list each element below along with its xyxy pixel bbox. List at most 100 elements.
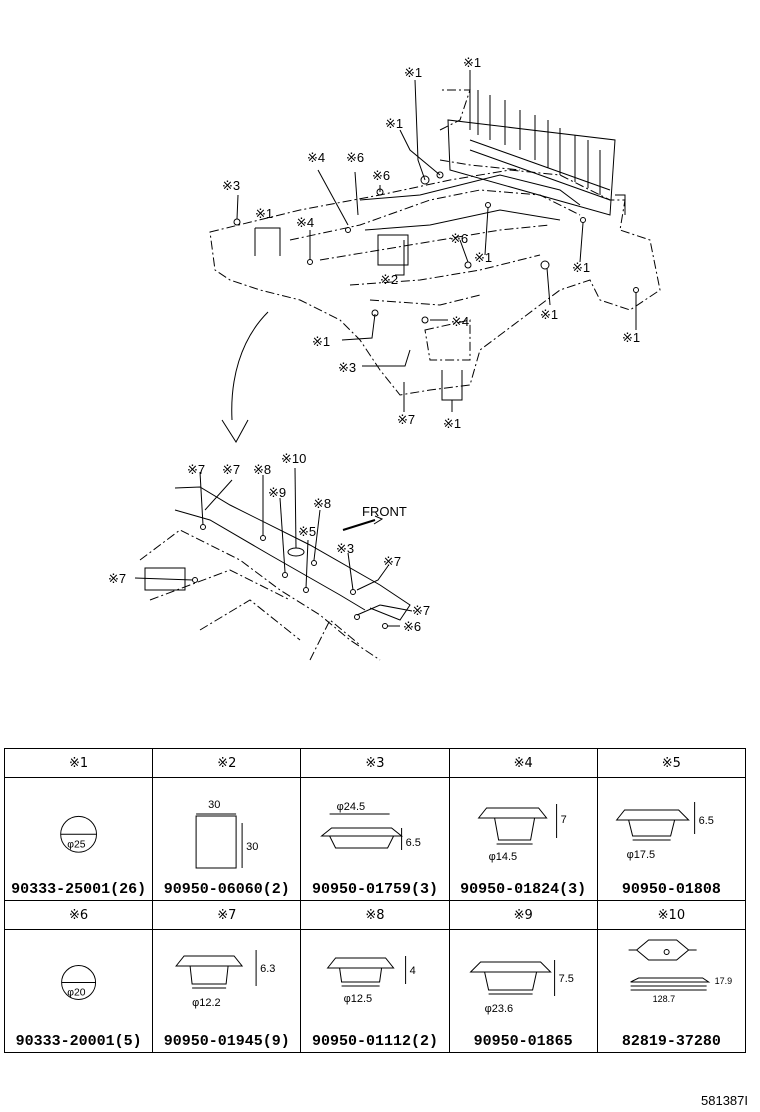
callout-label: ※1 [385,116,403,131]
dimension-label: 7 [560,814,566,826]
flanged-plug-icon: 4 φ12.5 [326,956,416,1005]
part-number: 90333-25001(26) [11,881,147,898]
callout-label: ※3 [338,360,356,375]
callout-label: ※10 [281,451,306,466]
callout-labels-bottom: ※7 ※7 ※8 ※10 ※9 ※8 ※5 ※3 ※7 ※7 ※7 ※6 [108,451,430,634]
part-cell: 6.3 φ12.2 90950-01945(9) [152,929,302,1053]
callout-label: ※8 [313,496,331,511]
callout-label: ※6 [450,231,468,246]
callout-label: ※1 [474,250,492,265]
part-key: ※10 [596,900,747,930]
callout-label: ※4 [307,150,325,165]
callout-label: ※3 [222,178,240,193]
part-key: ※7 [152,900,302,930]
dimension-label: φ17.5 [626,849,655,861]
part-cell: φ24.5 6.5 90950-01759(3) [300,777,450,901]
callout-label: ※6 [372,168,390,183]
callout-label: ※5 [298,524,316,539]
callout-label: ※1 [312,334,330,349]
dimension-label: φ25 [67,839,85,850]
part-key: ※1 [3,748,154,778]
callout-label: ※8 [253,462,271,477]
dimension-label: 30 [208,799,220,811]
part-key: ※9 [448,900,598,930]
part-number: 90950-06060(2) [163,881,290,898]
part-cell: 7 φ14.5 90950-01824(3) [448,777,598,901]
callout-label: ※4 [451,314,469,329]
part-number: 90950-01865 [473,1033,573,1050]
callout-label: ※7 [187,462,205,477]
round-plug-icon: φ20 [61,965,97,1000]
callout-label: ※1 [443,416,461,431]
part-cell: 6.5 φ17.5 90950-01808 [596,777,747,901]
part-cell: φ25 90333-25001(26) [3,777,154,901]
callout-label: ※7 [397,412,415,427]
part-number: 90950-01112(2) [311,1033,438,1050]
dimension-label: 4 [410,965,416,977]
dimension-label: 17.9 [714,976,732,986]
callout-label: ※9 [268,485,286,500]
flanged-plug-icon: φ24.5 6.5 [320,801,421,850]
part-key: ※8 [300,900,450,930]
callout-label: ※2 [380,272,398,287]
part-cell: φ20 90333-20001(5) [3,929,154,1053]
square-patch-icon: 30 30 [195,799,259,869]
body-plug-diagram: ※1 ※1 ※1 ※6 ※4 ※6 ※3 ※1 ※4 ※6 ※1 ※1 ※2 ※… [108,55,661,661]
dimension-label: 128.7 [652,994,675,1004]
flanged-plug-icon: 7.5 φ23.6 [468,960,573,1015]
flanged-plug-icon: 6.3 φ12.2 [175,950,276,1009]
callout-label: ※7 [222,462,240,477]
callout-label: ※7 [412,603,430,618]
part-key: ※3 [300,748,450,778]
callout-label: ※1 [255,206,273,221]
callout-label: ※6 [346,150,364,165]
part-number: 90950-01759(3) [311,881,438,898]
dimension-label: φ23.6 [484,1003,513,1015]
part-number: 90950-01945(9) [163,1033,290,1050]
dimension-label: 6.5 [698,815,713,827]
dimension-label: 6.3 [260,963,275,975]
part-number: 82819-37280 [621,1033,721,1050]
dimension-label: φ24.5 [337,801,366,813]
callout-label: ※1 [463,55,481,70]
callout-label: ※3 [336,541,354,556]
dimension-label: φ12.5 [344,993,373,1005]
callout-label: ※4 [296,215,314,230]
detail-drawing [139,486,411,661]
callout-label: ※1 [572,260,590,275]
dimension-label: 7.5 [558,973,573,985]
dimension-label: 30 [246,841,258,853]
dimension-label: φ12.2 [192,997,221,1009]
part-number: 90950-01808 [621,881,721,898]
part-number: 90333-20001(5) [15,1033,142,1050]
part-key: ※5 [596,748,747,778]
callout-label: ※6 [403,619,421,634]
dimension-label: φ20 [67,988,85,999]
callout-label: ※7 [108,571,126,586]
oval-patch-icon: 17.9 128.7 [628,939,732,1004]
part-number: 90950-01824(3) [460,881,587,898]
flanged-plug-icon: 7 φ14.5 [477,804,566,863]
callout-label: ※1 [404,65,422,80]
round-plug-icon: φ25 [60,815,97,853]
part-key: ※6 [3,900,154,930]
dimension-label: φ14.5 [488,851,517,863]
part-cell: 17.9 128.7 82819-37280 [596,929,747,1053]
part-cell: 4 φ12.5 90950-01112(2) [300,929,450,1053]
detail-arrow [221,311,269,443]
callout-labels-top: ※1 ※1 ※1 ※6 ※4 ※6 ※3 ※1 ※4 ※6 ※1 ※1 ※2 ※… [222,55,640,431]
callout-label: ※7 [383,554,401,569]
callout-label: ※1 [540,307,558,322]
flanged-plug-icon: 6.5 φ17.5 [615,802,714,861]
floor-pan-drawing [209,89,661,396]
part-cell: 30 30 90950-06060(2) [152,777,302,901]
figure-id: 581387I [701,1093,748,1108]
parts-table: ※1 ※2 ※3 ※4 ※5 φ25 90333-25001(26) 30 30… [3,748,747,1053]
leader-lines [134,70,637,627]
callout-label: ※1 [622,330,640,345]
dimension-label: 6.5 [406,837,421,849]
part-cell: 7.5 φ23.6 90950-01865 [448,929,598,1053]
part-key: ※4 [448,748,598,778]
part-key: ※2 [152,748,302,778]
front-label: FRONT [362,504,407,519]
